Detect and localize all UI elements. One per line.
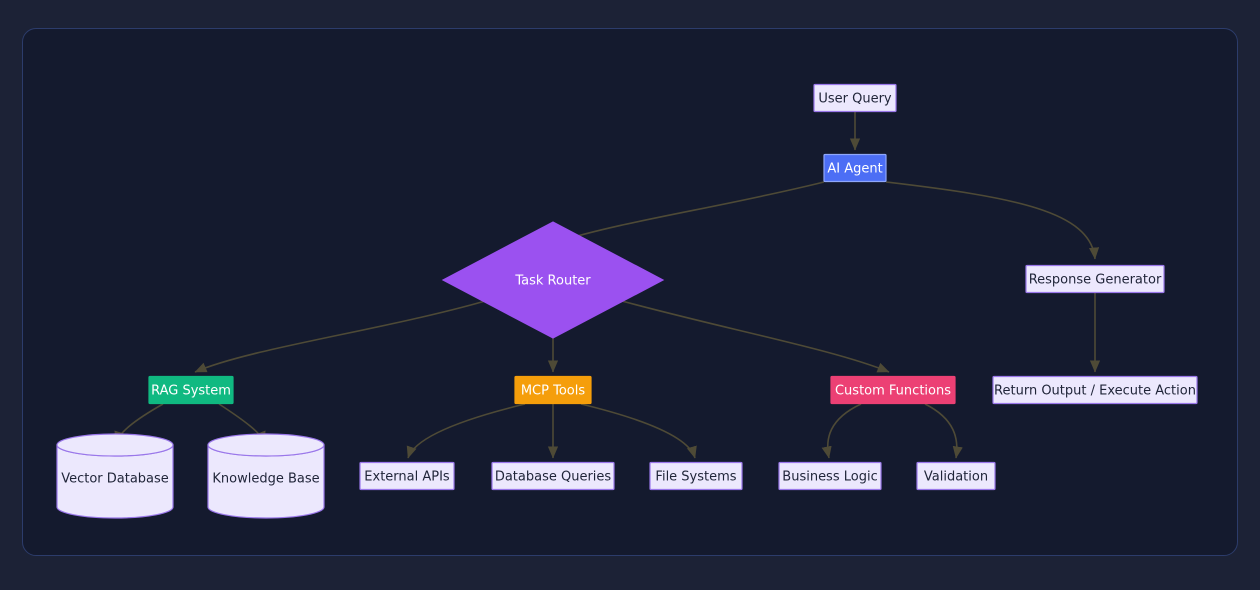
- node-biz_logic[interactable]: Business Logic: [778, 461, 882, 491]
- edge-custom_fn-to-validation: [924, 403, 963, 459]
- node-shape-cylinder-cap: [56, 433, 174, 457]
- node-mcp_tools[interactable]: MCP Tools: [514, 375, 592, 405]
- node-shape-rect: [491, 461, 615, 491]
- edge-ai_agent-to-task_router: [556, 181, 825, 244]
- node-file_systems[interactable]: File Systems: [649, 461, 743, 491]
- node-shape-rect: [823, 153, 887, 183]
- node-external_api[interactable]: External APIs: [359, 461, 455, 491]
- edge-ai_agent-to-response_gen: [885, 181, 1100, 260]
- node-shape-rect: [778, 461, 882, 491]
- edges-layer: [114, 112, 1101, 459]
- node-response_gen[interactable]: Response Generator: [1025, 264, 1165, 294]
- edge-task_router-to-custom_fn: [606, 296, 890, 373]
- edge-mcp_tools-to-file_systems: [580, 403, 697, 459]
- edge-mcp_tools-to-external_api: [406, 403, 526, 459]
- node-custom_fn[interactable]: Custom Functions: [830, 375, 956, 405]
- node-ai_agent[interactable]: AI Agent: [823, 153, 887, 183]
- node-shape-rect: [992, 375, 1198, 405]
- edge-custom_fn-to-biz_logic: [821, 403, 862, 459]
- edge-task_router-to-rag_system: [194, 296, 500, 373]
- node-shape-rect: [1025, 264, 1165, 294]
- node-shape-rect: [514, 375, 592, 405]
- node-return_out[interactable]: Return Output / Execute Action: [992, 375, 1198, 405]
- node-shape-diamond: [441, 221, 665, 339]
- node-shape-rect: [813, 83, 897, 113]
- node-shape-cylinder-cap: [207, 433, 325, 457]
- node-validation[interactable]: Validation: [916, 461, 996, 491]
- node-rag_system[interactable]: RAG System: [148, 375, 234, 405]
- node-shape-rect: [916, 461, 996, 491]
- node-shape-rect: [148, 375, 234, 405]
- node-knowledge_b[interactable]: Knowledge Base: [207, 433, 325, 519]
- node-user_query[interactable]: User Query: [813, 83, 897, 113]
- node-shape-rect: [830, 375, 956, 405]
- node-shape-rect: [649, 461, 743, 491]
- node-db_queries[interactable]: Database Queries: [491, 461, 615, 491]
- node-vector_db[interactable]: Vector Database: [56, 433, 174, 519]
- node-shape-rect: [359, 461, 455, 491]
- node-task_router[interactable]: Task Router: [441, 221, 665, 339]
